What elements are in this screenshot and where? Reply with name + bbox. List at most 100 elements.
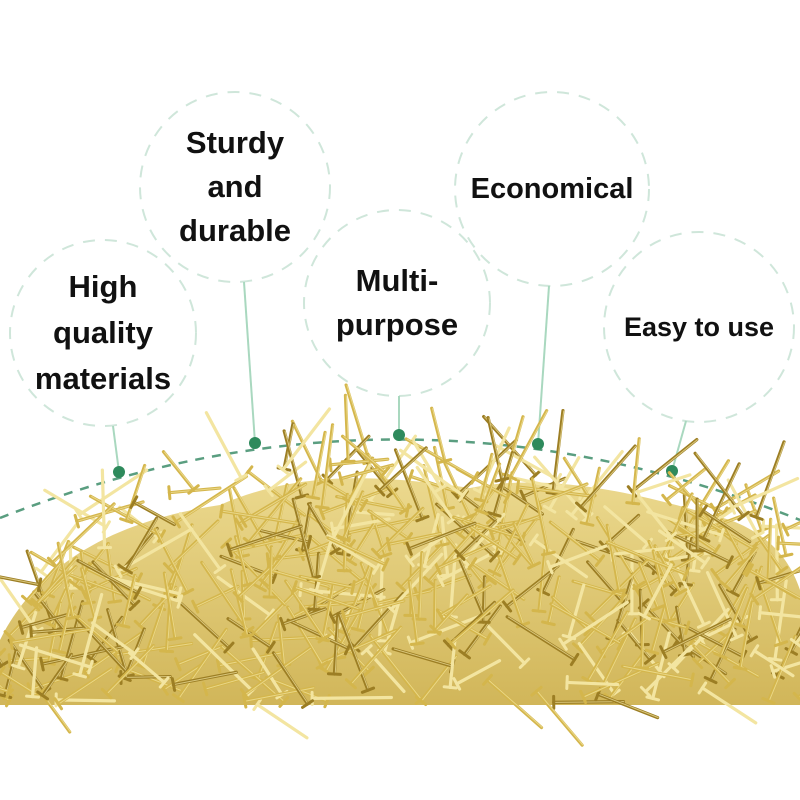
nail — [298, 574, 356, 595]
nail — [458, 604, 502, 660]
nail — [115, 573, 137, 629]
nail — [8, 627, 91, 650]
nail — [692, 644, 736, 690]
nail — [232, 563, 274, 604]
nail — [452, 659, 502, 691]
nail — [646, 510, 725, 543]
nail — [271, 651, 315, 709]
nail — [625, 437, 641, 506]
nail — [279, 607, 327, 632]
nail — [445, 588, 515, 650]
nail — [340, 434, 391, 479]
nail — [749, 566, 800, 606]
nail — [215, 650, 284, 674]
nail — [171, 627, 228, 704]
nail — [393, 448, 430, 523]
feature-circles — [9, 91, 795, 427]
nail — [344, 625, 403, 690]
nail — [337, 612, 376, 694]
feature-label-sturdy: Sturdy and durable — [179, 125, 291, 248]
nail — [661, 467, 707, 507]
nail-pile — [0, 383, 800, 747]
nail — [644, 605, 667, 655]
nail — [412, 440, 449, 493]
nail — [637, 563, 673, 621]
nail — [0, 647, 7, 657]
nail — [620, 664, 695, 688]
nail — [772, 496, 794, 559]
nail — [696, 462, 741, 543]
nail — [659, 617, 732, 659]
circle-high-quality — [9, 239, 197, 427]
nail — [637, 494, 678, 543]
nail — [252, 698, 309, 740]
nail — [484, 516, 539, 586]
nail — [340, 393, 356, 464]
nail — [0, 658, 9, 669]
nail — [639, 644, 693, 698]
nail — [30, 556, 78, 609]
nail — [336, 490, 365, 543]
circle-sturdy — [139, 91, 331, 283]
nail — [732, 600, 755, 671]
nail — [202, 670, 265, 697]
nail — [486, 416, 510, 483]
nail — [728, 476, 800, 515]
nail — [127, 651, 170, 689]
nail — [645, 631, 671, 702]
nail — [579, 466, 602, 527]
nail — [542, 456, 581, 514]
nail — [433, 539, 500, 576]
nail — [97, 468, 113, 550]
connector-dot-sturdy — [249, 437, 261, 449]
nail — [429, 593, 469, 636]
nail — [314, 423, 335, 510]
nail — [370, 506, 425, 560]
nail — [262, 545, 278, 599]
nail — [530, 477, 556, 557]
circle-economical — [454, 91, 650, 287]
nail — [571, 593, 628, 654]
nail — [575, 444, 637, 513]
nail — [308, 537, 334, 595]
nail — [789, 635, 800, 648]
nail — [530, 685, 584, 747]
nail — [565, 674, 620, 690]
nail — [414, 654, 458, 707]
nail — [76, 559, 143, 600]
nail — [658, 529, 711, 570]
nail — [698, 504, 752, 544]
nail — [385, 531, 442, 552]
nail — [745, 563, 800, 601]
nail — [749, 644, 795, 678]
nail — [174, 644, 224, 672]
nail — [226, 524, 303, 558]
nail — [242, 686, 316, 709]
connector-dot-high-quality — [113, 466, 125, 478]
nail — [546, 544, 608, 575]
nail — [119, 463, 147, 525]
nail — [340, 599, 406, 625]
nail — [726, 478, 765, 540]
feature-label-economical: Economical — [470, 173, 634, 205]
nail — [484, 623, 531, 669]
nail — [0, 684, 13, 699]
feature-label-high-quality: High quality materials — [34, 269, 172, 396]
nail — [162, 519, 220, 574]
nail — [191, 584, 240, 614]
nail — [282, 429, 310, 500]
nail — [407, 579, 425, 646]
nail — [290, 580, 360, 611]
connector-dot-multi-purpose — [393, 429, 405, 441]
nail — [74, 468, 149, 522]
nail — [72, 592, 104, 679]
feature-label-easy: Easy to use — [623, 312, 775, 342]
nail — [512, 521, 541, 570]
nail — [350, 566, 375, 633]
connector-lines — [112, 281, 687, 473]
nail — [18, 643, 94, 675]
nail — [776, 535, 800, 551]
circle-multi-purpose — [303, 209, 491, 397]
nail — [549, 602, 626, 651]
